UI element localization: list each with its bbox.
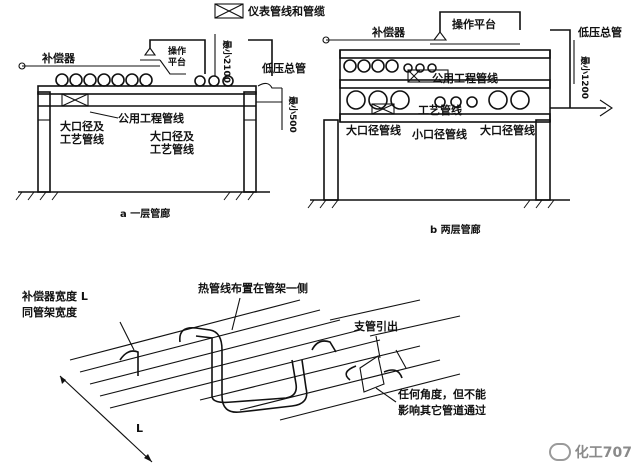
panel-a-caption: a 一层管廊 <box>120 207 170 220</box>
panel-a-column-right <box>243 91 257 193</box>
panel-b-bottom-label-1: 大口径管线 <box>346 123 401 137</box>
panel-b-low-pressure-label: 低压总管 <box>577 25 622 39</box>
panel-a-beam <box>37 85 257 95</box>
panel-c-same-as-rack: 同管架宽度 <box>22 305 78 319</box>
panel-a-large-bore-left: 大口径及 工艺管线 <box>60 119 108 146</box>
panel-a-column-left <box>37 91 51 193</box>
panel-c-length-dim <box>59 375 153 463</box>
panel-c-any-angle: 任何角度，但不能 <box>397 387 486 401</box>
panel-a-height-dim: 最小2100 <box>221 40 233 83</box>
panel-a-instrument-tray <box>61 93 89 107</box>
panel-c-loop-small <box>119 350 139 376</box>
panel-a-platform-line1: 操作 <box>168 45 186 57</box>
panel-b-side-dim: 最小1200 <box>579 56 591 99</box>
panel-a-single-level-rack: 补偿器 操作 平台 最小2100 低压总管 最小500 公用工程管线 大口径及 … <box>15 34 306 220</box>
panel-b-column-right <box>535 119 551 201</box>
panel-c-compensator-layout: L 补偿器宽度 L 同管架宽度 热管线布置在管架一侧 支管引出 任何角度，但不能… <box>21 281 486 463</box>
legend-box-symbol <box>214 3 244 19</box>
panel-b-bottom-label-2: 小口径管线 <box>411 127 467 141</box>
panel-b-upper-pipes <box>343 59 437 73</box>
panel-c-branch-box <box>359 355 385 393</box>
panel-a-top-pipes <box>55 73 234 87</box>
panel-a-platform-line2: 平台 <box>168 56 186 68</box>
panel-b-lower-pipes <box>346 90 530 110</box>
panel-b-two-level-rack: 补偿器 操作平台 低压总管 最小1200 公用工程管线 工艺管线 大口径管线 小… <box>307 11 622 236</box>
panel-c-no-block: 影响其它管道通过 <box>398 403 486 417</box>
panel-c-pipe-lines <box>69 299 461 421</box>
panel-b-compensator-label: 补偿器 <box>371 25 406 39</box>
panel-b-process-label: 工艺管线 <box>418 103 462 117</box>
panel-a-side-dim: 最小500 <box>287 96 299 133</box>
panel-b-utility-tray <box>407 69 449 83</box>
panel-a-compensator-label: 补偿器 <box>41 51 76 65</box>
legend: 仪表管线和管缆 <box>214 3 325 19</box>
panel-c-branch-label: 支管引出 <box>353 319 398 333</box>
panel-b-top-beam <box>339 49 551 59</box>
panel-b-platform-label: 操作平台 <box>452 17 496 31</box>
watermark: 化工707 <box>548 442 632 462</box>
panel-a-large-bore-right: 大口径及 工艺管线 <box>150 129 198 156</box>
panel-a-low-pressure-label: 低压总管 <box>261 61 306 75</box>
panel-c-compensator-width: 补偿器宽度 L <box>21 289 88 303</box>
panel-b-utility-label: 公用工程管线 <box>432 71 498 85</box>
panel-c-length-label: L <box>136 422 143 435</box>
wechat-icon <box>548 443 571 461</box>
panel-b-bottom-label-3: 大口径管线 <box>480 123 535 137</box>
panel-b-caption: b 两层管廊 <box>430 223 481 236</box>
legend-label: 仪表管线和管缆 <box>247 4 325 18</box>
panel-b-instrument-tray <box>371 103 395 115</box>
panel-c-loop-large <box>179 326 308 413</box>
panel-a-utility-label: 公用工程管线 <box>118 111 184 125</box>
watermark-text: 化工707 <box>574 445 632 461</box>
panel-b-column-left <box>323 119 339 201</box>
panel-c-hot-pipes-label: 热管线布置在管架一侧 <box>198 281 308 295</box>
